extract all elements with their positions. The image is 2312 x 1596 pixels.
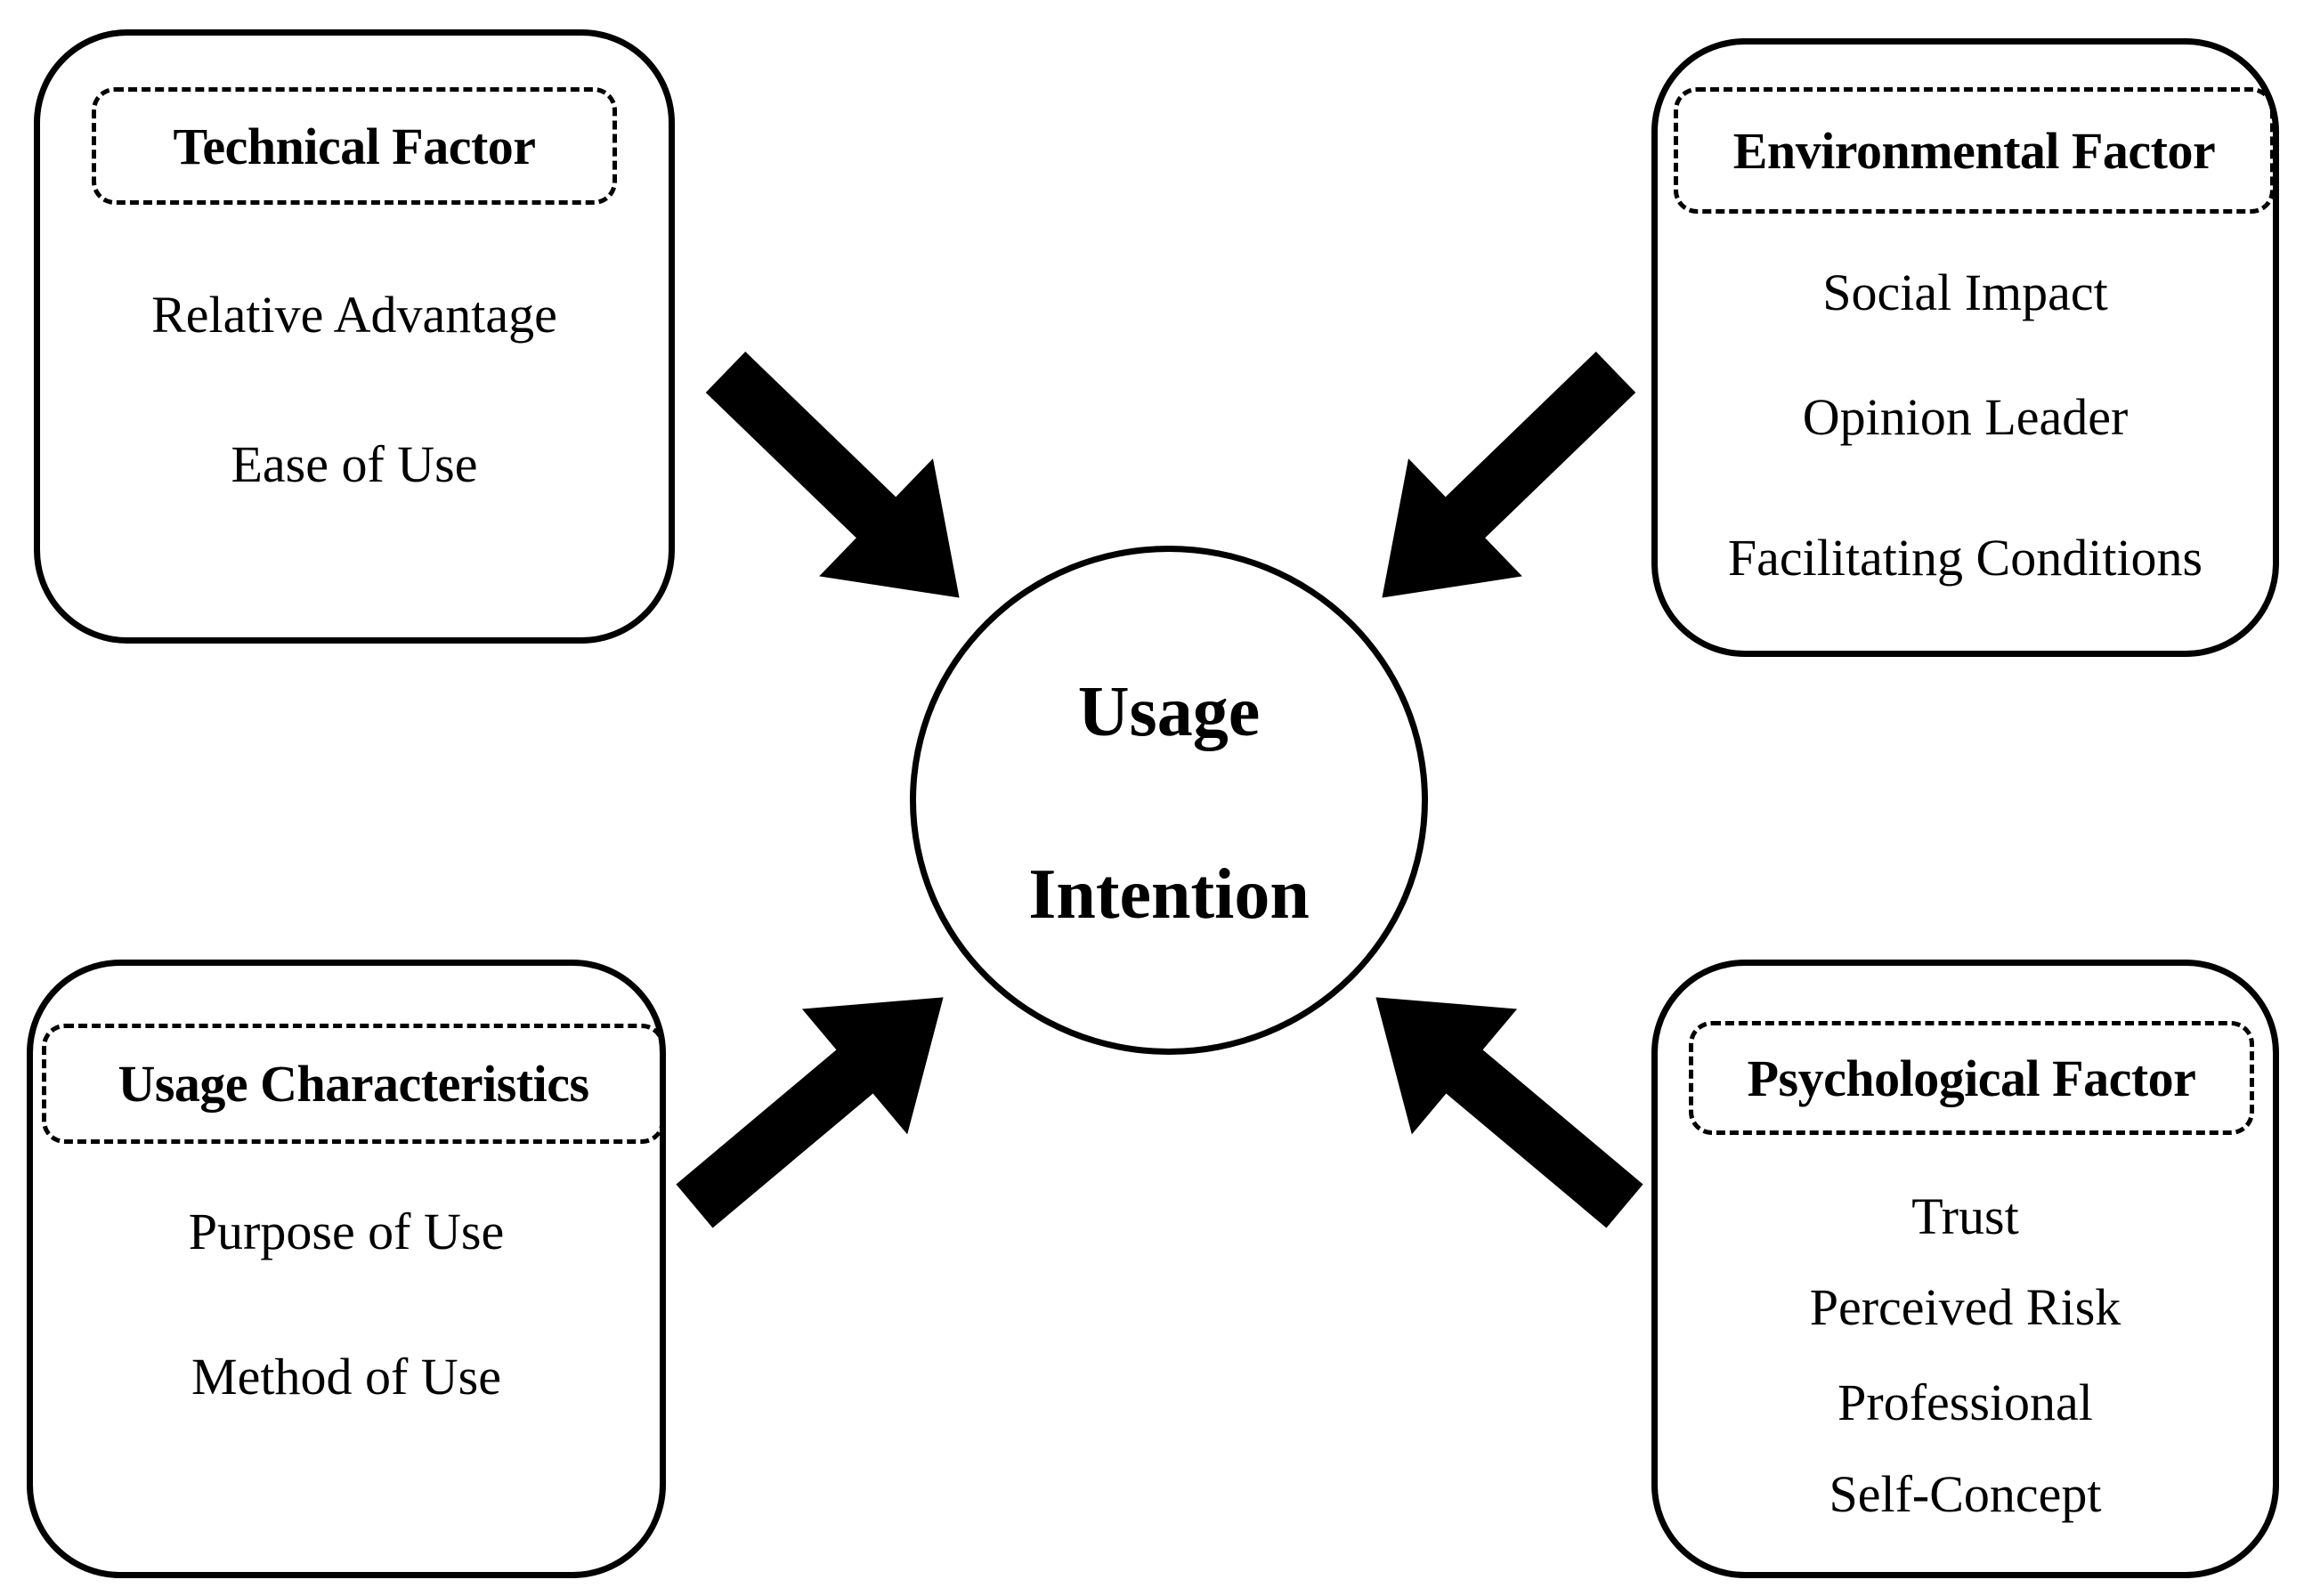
environmental-item-opinion-leader: Opinion Leader bbox=[1802, 388, 2129, 446]
environmental-factor-heading: Environmental Factor bbox=[1674, 87, 2275, 214]
environmental-item-facilitating-conditions: Facilitating Conditions bbox=[1727, 529, 2203, 587]
usage-intention-line2: Intention bbox=[1028, 855, 1310, 934]
usage-intention-circle: Usage Intention bbox=[910, 546, 1428, 1055]
psychological-item-self-concept: Self-Concept bbox=[1829, 1465, 2102, 1523]
usage-characteristics-heading: Usage Characteristics bbox=[42, 1024, 665, 1144]
technical-item-relative-advantage: Relative Advantage bbox=[151, 286, 557, 344]
usage-characteristics-box: Usage Characteristics Purpose of Use Met… bbox=[27, 960, 666, 1578]
usage-item-purpose-of-use: Purpose of Use bbox=[188, 1203, 505, 1260]
psychological-item-trust: Trust bbox=[1911, 1187, 2019, 1245]
psychological-item-perceived-risk: Perceived Risk bbox=[1809, 1278, 2121, 1336]
technical-item-ease-of-use: Ease of Use bbox=[231, 435, 478, 493]
psychological-factor-box: Psychological Factor Trust Perceived Ris… bbox=[1651, 960, 2279, 1578]
arrow-technical-to-center bbox=[705, 351, 960, 598]
environmental-factor-box: Environmental Factor Social Impact Opini… bbox=[1651, 38, 2279, 657]
usage-item-method-of-use: Method of Use bbox=[191, 1348, 501, 1406]
arrow-environmental-to-center bbox=[1382, 351, 1636, 598]
arrow-psychological-to-center bbox=[1375, 997, 1643, 1228]
psychological-item-professional: Professional bbox=[1837, 1373, 2093, 1431]
arrow-usage-to-center bbox=[676, 997, 944, 1228]
environmental-item-social-impact: Social Impact bbox=[1822, 263, 2108, 321]
technical-factor-heading: Technical Factor bbox=[92, 87, 617, 205]
usage-intention-line1: Usage bbox=[1077, 673, 1261, 751]
psychological-factor-heading: Psychological Factor bbox=[1689, 1021, 2254, 1135]
technical-factor-box: Technical Factor Relative Advantage Ease… bbox=[34, 29, 675, 644]
